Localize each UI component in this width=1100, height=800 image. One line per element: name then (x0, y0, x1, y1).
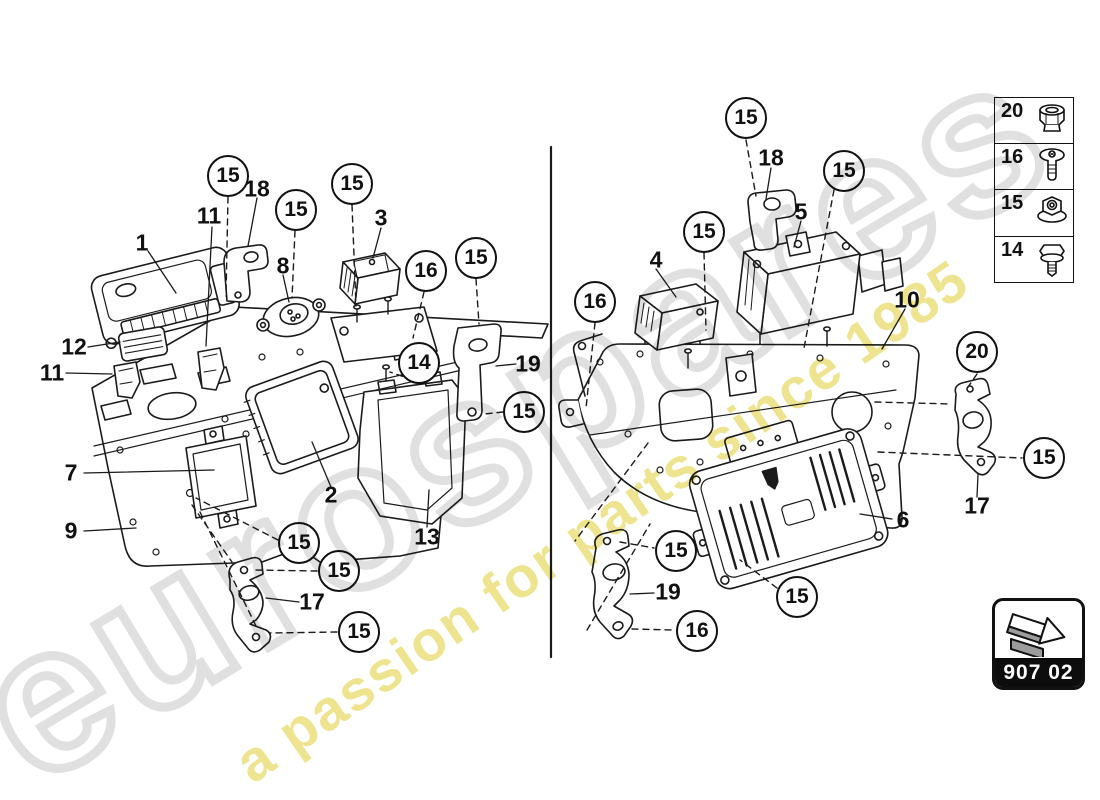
module-4 (634, 283, 757, 397)
callout-11[interactable]: 11 (39, 359, 65, 386)
callout-15-circled[interactable]: 15 (776, 576, 818, 618)
callout-18[interactable]: 18 (758, 144, 784, 171)
callout-19[interactable]: 19 (515, 350, 541, 377)
part-code-label: 907 02 (995, 658, 1082, 687)
bracket-19-right (591, 528, 634, 640)
callout-15-circled[interactable]: 15 (338, 611, 380, 653)
module-2 (243, 360, 359, 475)
callout-15-circled[interactable]: 15 (655, 530, 697, 572)
pad-12 (117, 326, 169, 362)
buzzer-8 (256, 296, 326, 338)
callout-15-circled[interactable]: 15 (331, 163, 373, 205)
callout-17[interactable]: 17 (299, 588, 325, 615)
section-arrow-icon (995, 601, 1082, 658)
left-assembly (65, 196, 549, 653)
bracket-17-left (228, 556, 272, 653)
callout-12[interactable]: 12 (61, 333, 87, 360)
legend-number: 15 (1001, 192, 1024, 215)
callout-1[interactable]: 1 (135, 229, 149, 256)
callout-15-circled[interactable]: 15 (455, 237, 497, 279)
callout-14-circled[interactable]: 14 (398, 342, 440, 384)
flange-nut-icon (1031, 191, 1073, 238)
left-leaders (65, 197, 517, 603)
callout-16-circled[interactable]: 16 (405, 250, 447, 292)
right-assembly (558, 139, 1023, 640)
callout-15-circled[interactable]: 15 (683, 211, 725, 253)
callout-20-circled[interactable]: 20 (956, 331, 998, 373)
callout-4[interactable]: 4 (649, 246, 663, 273)
callout-15-circled[interactable]: 15 (503, 391, 545, 433)
callout-7[interactable]: 7 (64, 459, 78, 486)
legend-row-15[interactable]: 15 (995, 190, 1073, 238)
callout-16-circled[interactable]: 16 (574, 281, 616, 323)
legend-row-20[interactable]: 20 (995, 98, 1073, 146)
callout-16-circled[interactable]: 16 (676, 610, 718, 652)
left-dashed-lines (191, 196, 504, 634)
callout-19[interactable]: 19 (655, 578, 681, 605)
bracket-17-right (954, 377, 997, 476)
bracket-18-right (747, 189, 811, 257)
right-leaders (629, 167, 979, 595)
callout-8[interactable]: 8 (276, 252, 290, 279)
bolt-icon (1031, 238, 1073, 285)
screw-icon (1031, 145, 1073, 192)
callout-2[interactable]: 2 (324, 481, 338, 508)
callout-5[interactable]: 5 (794, 198, 808, 225)
callout-15-circled[interactable]: 15 (318, 550, 360, 592)
ecu-6 (688, 419, 889, 590)
clip-11-a (197, 347, 225, 391)
callout-15-circled[interactable]: 15 (278, 522, 320, 564)
lamborghini-shield-icon (761, 466, 779, 490)
legend-row-16[interactable]: 16 (995, 144, 1073, 192)
collar-nut-icon (1031, 99, 1073, 146)
callout-6[interactable]: 6 (896, 506, 910, 533)
callout-15-circled[interactable]: 15 (1023, 437, 1065, 479)
callout-17[interactable]: 17 (964, 492, 990, 519)
legend-row-14[interactable]: 14 (995, 237, 1073, 282)
callout-13[interactable]: 13 (414, 523, 440, 550)
callout-15-circled[interactable]: 15 (207, 155, 249, 197)
legend-number: 20 (1001, 100, 1024, 122)
callout-18[interactable]: 18 (244, 175, 270, 202)
legend-number: 14 (1001, 238, 1024, 261)
fastener-legend-table: 20 16 15 14 (994, 97, 1074, 283)
right-dashed-lines (574, 139, 1023, 631)
bracket-19-left (452, 323, 502, 422)
callout-15-circled[interactable]: 15 (725, 97, 767, 139)
legend-number: 16 (1001, 146, 1024, 169)
part-code-box[interactable]: 907 02 (992, 598, 1085, 690)
callout-15-circled[interactable]: 15 (275, 189, 317, 231)
callout-10[interactable]: 10 (894, 286, 920, 313)
callout-9[interactable]: 9 (64, 517, 78, 544)
cover-13 (357, 358, 467, 525)
callout-3[interactable]: 3 (374, 204, 388, 231)
bracket-18-left (223, 244, 269, 303)
callout-11[interactable]: 11 (196, 202, 222, 229)
callout-15-circled[interactable]: 15 (823, 150, 865, 192)
